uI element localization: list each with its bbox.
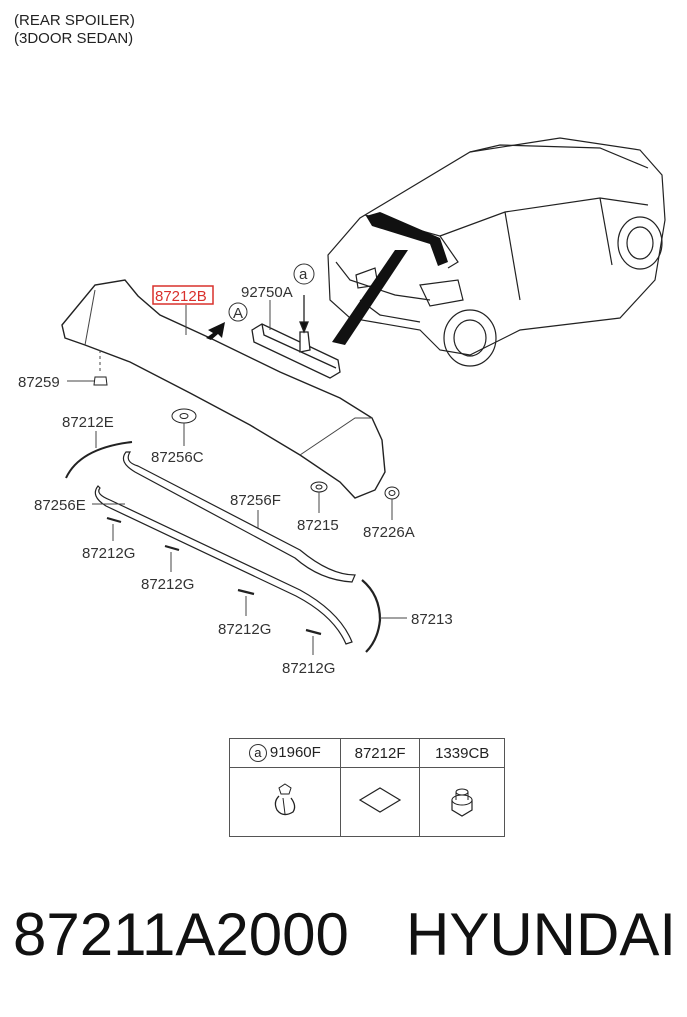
nut-icon [451, 788, 473, 817]
legend-col1-label: 91960F [269, 744, 321, 761]
tapes-87212G [106, 516, 322, 636]
tape-diamond-icon [358, 787, 402, 813]
header-line-2: (3DOOR SEDAN) [14, 30, 134, 47]
legend-callout-marker: a [248, 744, 267, 762]
label-87256F: 87256F [230, 492, 281, 509]
legend-cell-nut [419, 767, 505, 837]
label-87256E: 87256E [34, 497, 86, 514]
legend-col-87212F: 87212F [339, 738, 421, 768]
clip-icon [274, 783, 296, 816]
callout-a-marker [293, 263, 315, 285]
legend-col-1339CB: 1339CB [419, 738, 505, 768]
legend-cell-clip [229, 767, 341, 837]
car-spoiler-highlight [366, 212, 448, 266]
spoiler-main-part [61, 279, 386, 499]
highlight-box [152, 285, 214, 305]
clip-87259 [93, 376, 108, 386]
tape-87212E [65, 441, 133, 479]
label-87212E: 87212E [62, 414, 114, 431]
header-line-1: (REAR SPOILER) [14, 12, 135, 29]
view-a-marker [228, 302, 248, 322]
label-92750A: 92750A [241, 284, 293, 301]
label-87212G-4: 87212G [282, 660, 335, 677]
footer-brand: HYUNDAI [406, 901, 677, 968]
label-87212G-1: 87212G [82, 545, 135, 562]
label-87213: 87213 [411, 611, 453, 628]
label-87212B: 87212B [155, 288, 207, 305]
label-87226A: 87226A [363, 524, 415, 541]
label-87212G-2: 87212G [141, 576, 194, 593]
car-illustration [327, 137, 666, 367]
seal-87256F [122, 451, 356, 583]
label-87212G-3: 87212G [218, 621, 271, 638]
legend-cell-tape [339, 767, 421, 837]
parts-diagram: A a 87212B 92750A 87259 87256C 87212E 87… [18, 137, 666, 677]
label-87215: 87215 [297, 517, 339, 534]
seal-87256E [94, 485, 353, 645]
label-87256C: 87256C [151, 449, 204, 466]
view-a-label: A [233, 305, 243, 322]
callout-a-label: a [299, 266, 308, 283]
legend-icon-row [229, 767, 505, 837]
footer-part-number: 87211A2000 [13, 901, 349, 968]
label-87259: 87259 [18, 374, 60, 391]
brake-light-part [251, 295, 341, 379]
pointer-wedge [332, 250, 408, 345]
seal-87213 [361, 579, 382, 653]
view-a-arrow [206, 322, 225, 340]
